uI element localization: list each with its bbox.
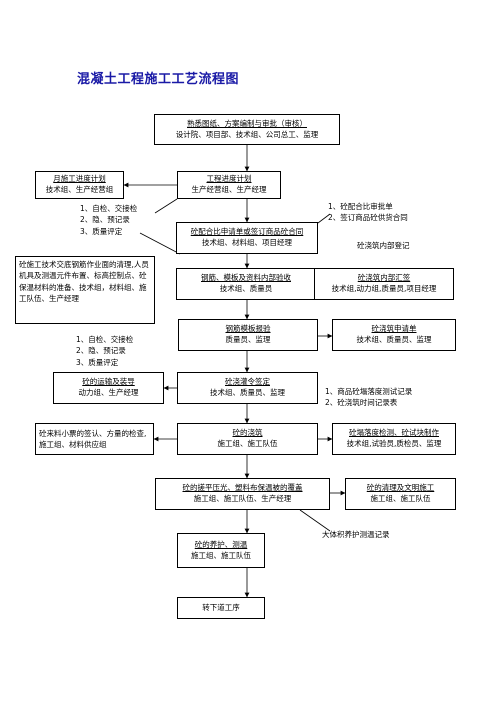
note-internal-register: 砼浇筑内部登记 xyxy=(357,241,410,250)
box-pour-order: 砼浇灌令签定技术组、质量员、监理 xyxy=(177,372,318,404)
box-internal-signoff: 砼浇筑内部汇签技术组,动力组,质量员,项目经理 xyxy=(314,268,454,300)
leader-b4-tech xyxy=(139,232,181,255)
box-finishing: 砼的搓平压光、塑料布保温被的覆盖施工组、施工队伍、生产经理 xyxy=(155,478,330,510)
box-pouring: 砼的浇筑施工组、施工队伍 xyxy=(177,423,318,455)
box-slump-test: 砼塌落度检测、砼试块制作技术组,试验员,质检员、监理 xyxy=(332,423,456,455)
box-monthly-schedule: 月施工进度计划技术组、生产经营组 xyxy=(35,171,124,199)
box-internal-acceptance: 钢筋、模板及资料内部验收技术组、质量员 xyxy=(176,268,316,300)
page-title: 混凝土工程施工工艺流程图 xyxy=(77,72,240,87)
leader-b2-n1 xyxy=(154,198,178,214)
box-drawing-review: 熟悉图纸、方案编制与审批（审核）设计院、项目部、技术组、公司总工、监理 xyxy=(154,114,340,145)
box-curing: 砼的养护、测温施工组、施工队伍 xyxy=(177,533,265,568)
box-mix-application: 砼配合比申请单或签订商品砼合同技术组、材料组、项目经理 xyxy=(176,222,318,254)
box-delivery-check: 砼来料小票的签认、方量的检查,施工组、材料供应组 xyxy=(35,423,154,455)
box-next-step: 转下道工序 xyxy=(177,597,265,619)
note-curing-records: 大体积养护测温记录 xyxy=(322,530,390,539)
box-cleanup: 砼的清理及文明施工施工组、施工队伍 xyxy=(345,478,456,510)
leader-b4-n2 xyxy=(317,213,331,224)
box-rebar-inspection: 钢筋模板报验质量员、监理 xyxy=(178,319,318,351)
box-transport: 砼的运输及装导动力组、生产经理 xyxy=(53,372,164,404)
box-project-schedule: 工程进度计划生产经营组、生产经理 xyxy=(177,171,281,199)
box-pour-application: 砼浇筑申请单技术组、质量员、监理 xyxy=(332,319,456,351)
box-technical-briefing: 砼施工技术交底钢筋作业面的清理,人员机具及测温元件布置、标高控制点、砼保温材料的… xyxy=(15,256,155,324)
leader-b13-n6 xyxy=(299,509,331,532)
